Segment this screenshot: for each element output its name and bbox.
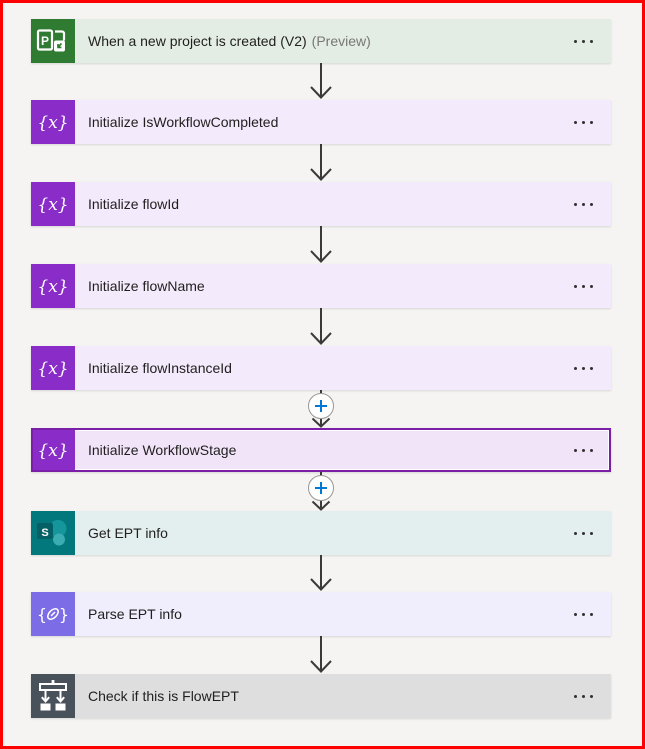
variable-icon: {x} <box>31 100 75 144</box>
ellipsis-icon <box>582 39 585 43</box>
step-title: Get EPT info <box>88 525 168 541</box>
variable-icon: {x} <box>31 182 75 226</box>
project-icon: P <box>31 19 75 63</box>
svg-text:}: } <box>59 605 69 624</box>
ellipsis-icon <box>574 448 577 452</box>
step-connector <box>31 144 611 182</box>
ellipsis-icon <box>582 366 585 370</box>
step-connector <box>31 63 611 100</box>
ellipsis-icon <box>574 39 577 43</box>
step-menu-button[interactable] <box>556 674 611 718</box>
arrow-down-icon <box>310 555 332 591</box>
step-connector <box>31 308 611 346</box>
ellipsis-icon <box>590 284 593 288</box>
ellipsis-icon <box>590 612 593 616</box>
ellipsis-icon <box>574 694 577 698</box>
svg-text:{: { <box>37 605 47 624</box>
step-connector <box>31 472 611 511</box>
svg-text:P: P <box>41 34 49 48</box>
sharepoint-icon: S <box>31 511 75 555</box>
step-connector <box>31 226 611 264</box>
svg-text:{x}: {x} <box>37 195 68 215</box>
flow-step-card[interactable]: P When a new project is created (V2) (Pr… <box>31 19 611 63</box>
step-menu-button[interactable] <box>556 511 611 555</box>
plus-icon <box>315 400 327 412</box>
svg-text:{x}: {x} <box>37 277 68 297</box>
ellipsis-icon <box>590 120 593 124</box>
svg-text:{x}: {x} <box>37 359 68 379</box>
svg-text:{x}: {x} <box>37 113 68 133</box>
svg-text:{x}: {x} <box>37 441 68 461</box>
ellipsis-icon <box>582 694 585 698</box>
flow-step-card[interactable]: Check if this is FlowEPT <box>31 674 611 718</box>
step-connector <box>31 390 611 428</box>
step-menu-button[interactable] <box>556 346 611 390</box>
ellipsis-icon <box>590 448 593 452</box>
condition-icon <box>31 674 75 718</box>
flow-step-card-selected[interactable]: {x} Initialize WorkflowStage <box>31 428 611 472</box>
ellipsis-icon <box>574 366 577 370</box>
svg-text:S: S <box>41 527 48 539</box>
ellipsis-icon <box>582 531 585 535</box>
step-title: Check if this is FlowEPT <box>88 688 239 704</box>
ellipsis-icon <box>590 202 593 206</box>
step-menu-button[interactable] <box>556 264 611 308</box>
step-subtitle: (Preview) <box>311 33 371 49</box>
arrow-down-icon <box>310 226 332 263</box>
variable-icon: {x} <box>31 264 75 308</box>
insert-step-button[interactable] <box>308 475 334 501</box>
variable-icon: {x} <box>31 428 75 472</box>
ellipsis-icon <box>574 120 577 124</box>
step-title: Parse EPT info <box>88 606 182 622</box>
step-connector <box>31 555 611 592</box>
ellipsis-icon <box>574 612 577 616</box>
arrow-down-icon <box>310 308 332 345</box>
step-title: Initialize IsWorkflowCompleted <box>88 114 279 130</box>
flow-canvas: P When a new project is created (V2) (Pr… <box>3 3 642 718</box>
step-menu-button[interactable] <box>556 19 611 63</box>
ellipsis-icon <box>582 120 585 124</box>
step-title: When a new project is created (V2) <box>88 33 307 49</box>
step-title: Initialize flowId <box>88 196 180 212</box>
flow-step-card[interactable]: S Get EPT info <box>31 511 611 555</box>
ellipsis-icon <box>574 531 577 535</box>
ellipsis-icon <box>574 202 577 206</box>
flow-step-card[interactable]: { } Parse EPT info <box>31 592 611 636</box>
step-menu-button[interactable] <box>556 592 611 636</box>
ellipsis-icon <box>590 366 593 370</box>
ellipsis-icon <box>582 612 585 616</box>
variable-icon: {x} <box>31 346 75 390</box>
step-title: Initialize WorkflowStage <box>88 442 237 458</box>
step-title: Initialize flowName <box>88 278 205 294</box>
flow-step-card[interactable]: {x} Initialize IsWorkflowCompleted <box>31 100 611 144</box>
ellipsis-icon <box>590 531 593 535</box>
ellipsis-icon <box>590 39 593 43</box>
flow-step-card[interactable]: {x} Initialize flowInstanceId <box>31 346 611 390</box>
flow-step-card[interactable]: {x} Initialize flowName <box>31 264 611 308</box>
arrow-down-icon <box>310 63 332 99</box>
step-menu-button[interactable] <box>556 428 611 472</box>
arrow-down-icon <box>310 636 332 673</box>
ellipsis-icon <box>582 202 585 206</box>
ellipsis-icon <box>574 284 577 288</box>
step-menu-button[interactable] <box>556 182 611 226</box>
step-title: Initialize flowInstanceId <box>88 360 232 376</box>
flow-step-card[interactable]: {x} Initialize flowId <box>31 182 611 226</box>
ellipsis-icon <box>582 448 585 452</box>
ellipsis-icon <box>582 284 585 288</box>
ellipsis-icon <box>590 694 593 698</box>
parse-json-icon: { } <box>31 592 75 636</box>
insert-step-button[interactable] <box>308 393 334 419</box>
step-menu-button[interactable] <box>556 100 611 144</box>
step-connector <box>31 636 611 674</box>
arrow-down-icon <box>310 144 332 181</box>
plus-icon <box>315 482 327 494</box>
